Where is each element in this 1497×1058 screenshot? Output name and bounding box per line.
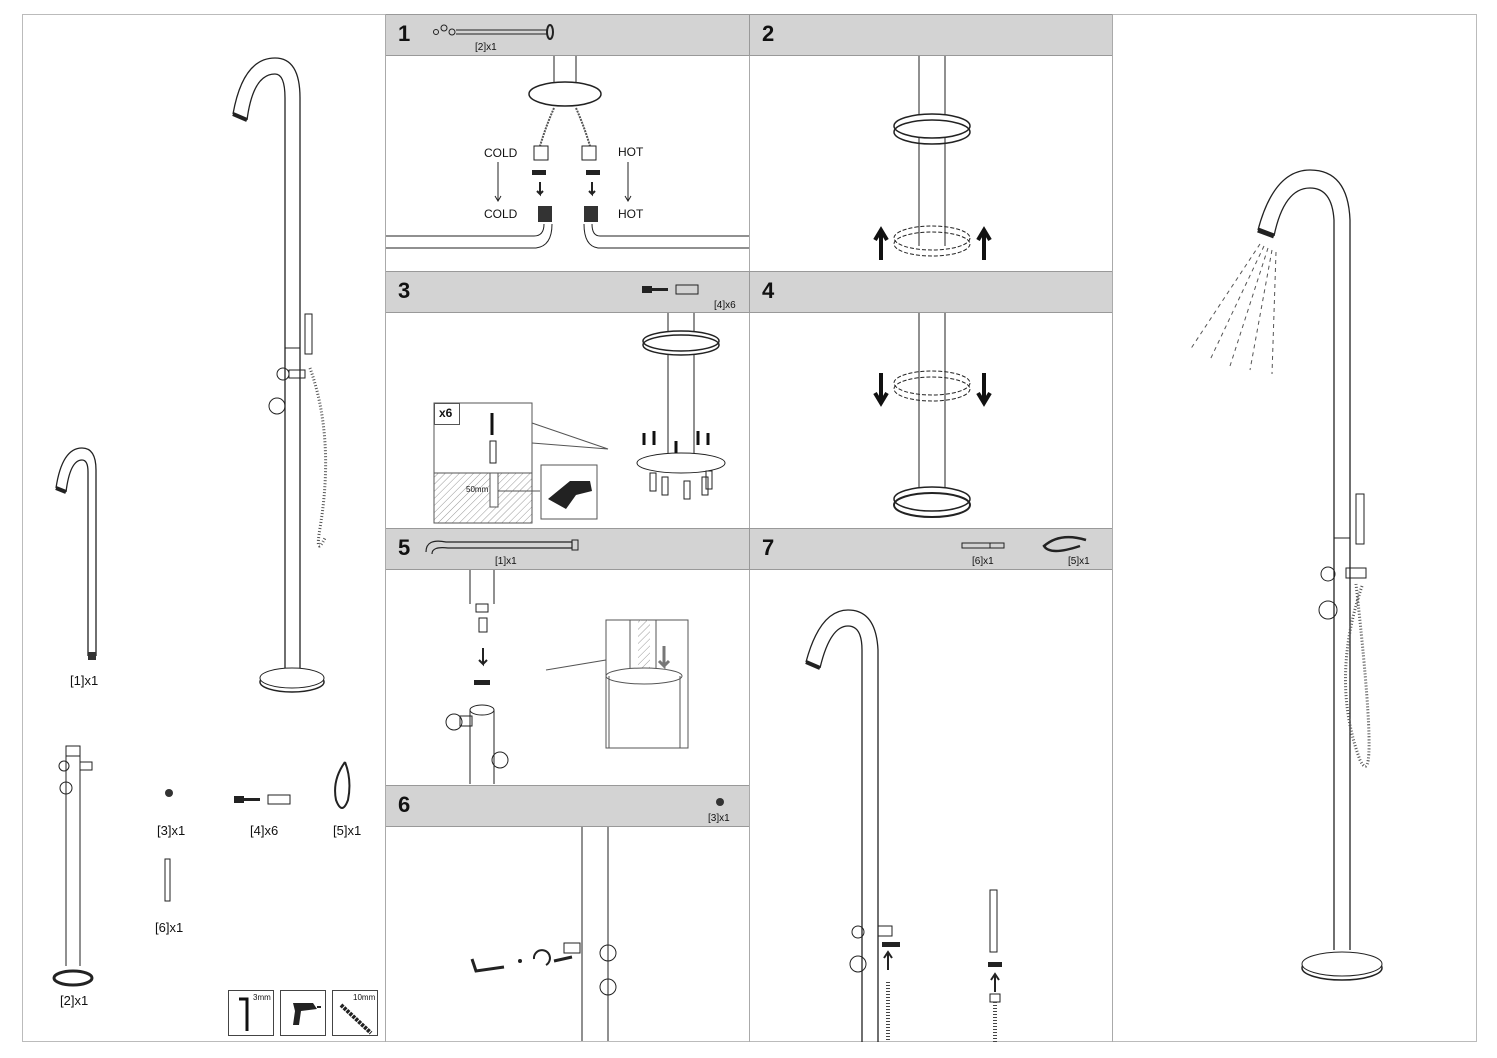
screw-anchor-icon <box>642 284 699 295</box>
drill-bit-size: 10mm <box>353 993 376 1002</box>
column-divider <box>385 14 386 1042</box>
step4-illustration <box>873 313 992 518</box>
nut-illustration <box>165 789 173 797</box>
step-number-2: 2 <box>762 21 775 46</box>
hose-part-icon <box>1042 535 1087 553</box>
handshower-illustration <box>164 858 171 902</box>
hot-label-bottom: HOT <box>618 207 644 221</box>
screws-illustration <box>234 794 291 805</box>
step-number-4: 4 <box>762 278 775 303</box>
spout-part-label: [1]x1 <box>70 673 99 688</box>
column-divider <box>1112 14 1113 1042</box>
step3-part-label: [4]x6 <box>714 300 736 311</box>
hex-key-icon <box>239 997 249 1031</box>
cold-label-top: COLD <box>484 146 518 160</box>
spout-part-icon <box>425 539 579 555</box>
step-bar-row3: 5 7 <box>386 528 1112 570</box>
step3-multiplier: x6 <box>439 406 453 420</box>
step5-part-label: [1]x1 <box>495 556 517 567</box>
nut-part-label: [3]x1 <box>157 823 186 838</box>
step-number-3: 3 <box>398 278 411 303</box>
hose-illustration <box>334 761 351 809</box>
screws-part-label: [4]x6 <box>250 823 279 838</box>
handshower-part-icon <box>961 542 1005 549</box>
hose-part-label: [5]x1 <box>333 823 362 838</box>
step1-illustration <box>386 56 749 249</box>
spout-illustration <box>55 447 97 660</box>
step-number-7: 7 <box>762 535 775 560</box>
assembled-shower-illustration <box>232 57 328 693</box>
x6-box: x6 <box>434 403 460 425</box>
step6-part-label: [3]x1 <box>708 813 730 824</box>
drill-bit-icon <box>339 1003 373 1035</box>
handshower-part-label: [6]x1 <box>155 920 184 935</box>
extension-pipe-icon <box>433 24 554 40</box>
step-bar-row1: 1 2 <box>386 14 1112 56</box>
drill-icon <box>293 1003 321 1025</box>
step7-part-b-label: [5]x1 <box>1068 556 1090 567</box>
step7-illustration <box>805 609 1002 1042</box>
nut-part-icon <box>716 798 724 806</box>
cold-label-bottom: COLD <box>484 207 518 221</box>
step2-illustration <box>873 56 992 260</box>
step1-part-label: [2]x1 <box>475 42 497 53</box>
step-bar-row4: 6 <box>386 785 749 827</box>
drill-tool <box>280 990 326 1036</box>
body-part-label: [2]x1 <box>60 993 89 1008</box>
hex-key-size: 3mm <box>253 993 271 1002</box>
body-illustration <box>52 745 94 987</box>
step3-depth-label: 50mm <box>466 485 489 494</box>
hot-label-top: HOT <box>618 145 644 159</box>
step7-part-a-label: [6]x1 <box>972 556 994 567</box>
step5-illustration <box>445 570 689 784</box>
step-number-6: 6 <box>398 792 411 817</box>
step6-illustration <box>470 827 617 1041</box>
hex-key-tool: 3mm <box>228 990 274 1036</box>
step-number-1: 1 <box>398 21 411 46</box>
step3-illustration <box>433 313 726 524</box>
drill-bit-tool: 10mm <box>332 990 378 1036</box>
step-number-5: 5 <box>398 535 411 560</box>
shower-in-use-illustration <box>1189 169 1383 981</box>
step-bar-row2: 3 4 <box>386 271 1112 313</box>
